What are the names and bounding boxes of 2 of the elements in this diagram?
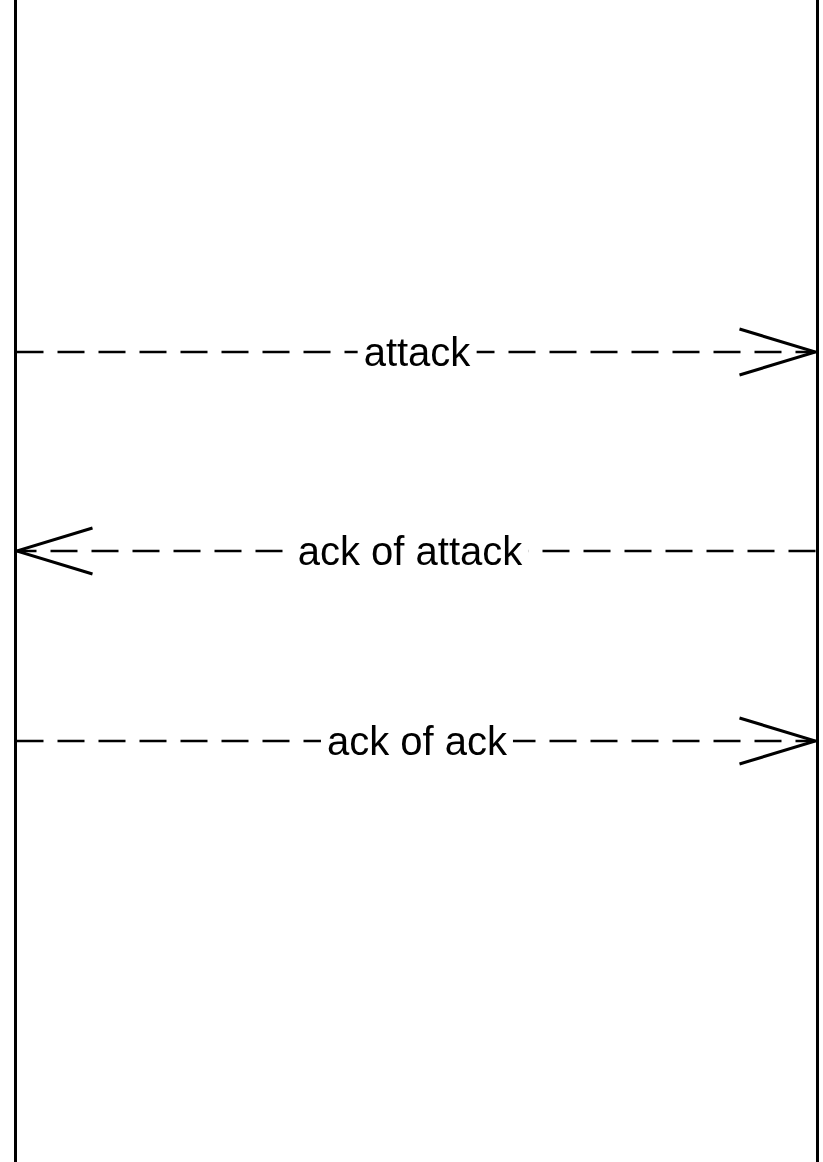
lifeline — [815, 0, 819, 1162]
lifeline — [13, 0, 17, 1162]
